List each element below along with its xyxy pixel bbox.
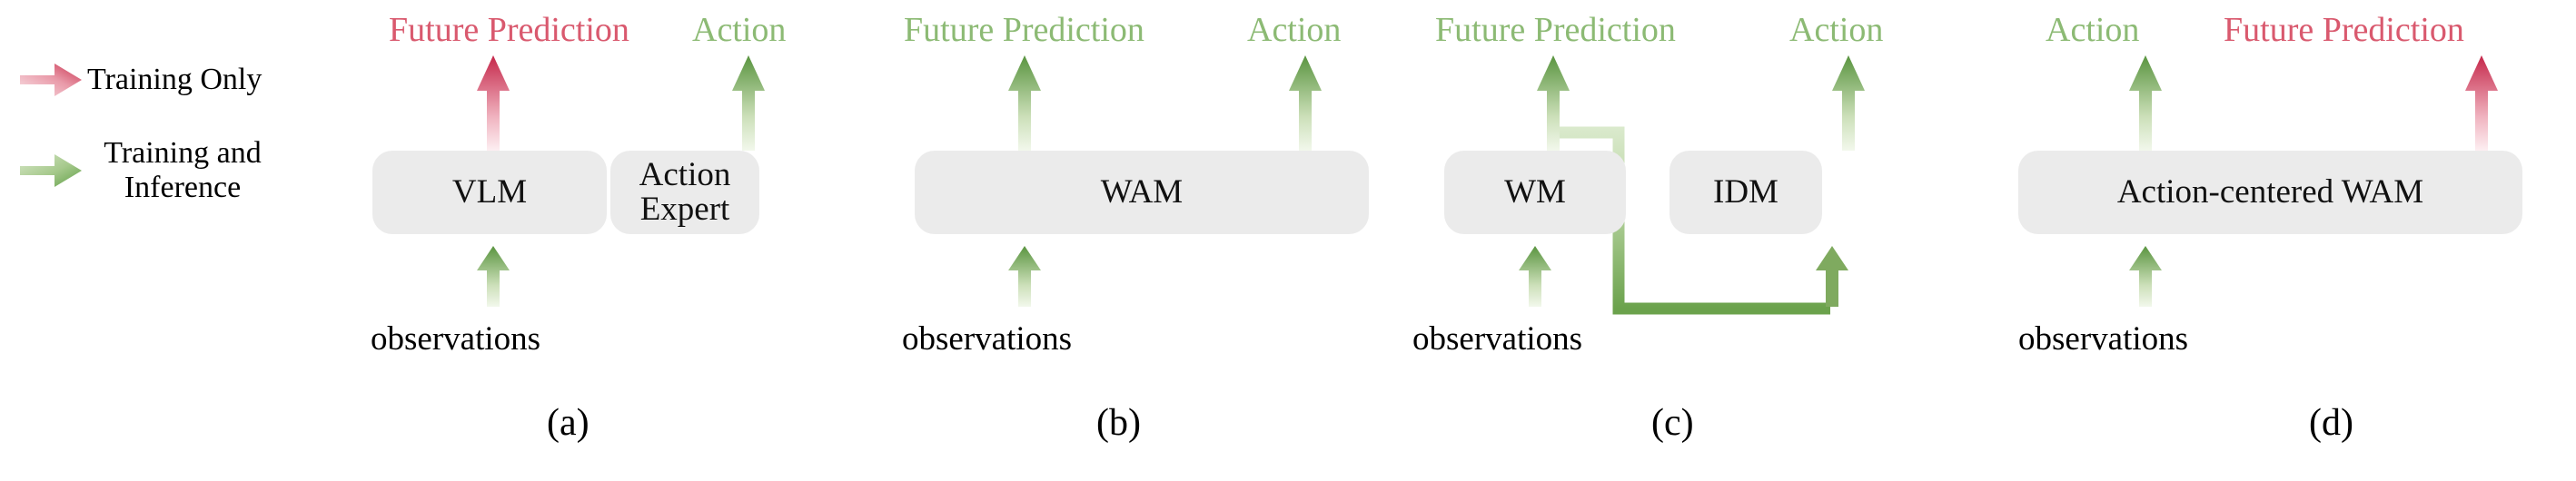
panel-a-box-action-expert-line-1: Action [639, 156, 731, 194]
legend-item-training-only: Training Only [16, 54, 316, 105]
panel-a-box-vlm[interactable]: VLM [372, 151, 607, 234]
legend-label-line-2: Inference [124, 171, 242, 205]
panel-b-input-label-observations: observations [902, 320, 1073, 358]
panel-d-box-action-centered-wam-label: Action-centered WAM [2116, 173, 2424, 211]
panel-a-box-action-expert[interactable]: Action Expert [610, 151, 759, 234]
panel-c-box-idm[interactable]: IDM [1669, 151, 1822, 234]
legend: Training Only Training and Inf [16, 54, 316, 236]
panel-a-input-label-observations: observations [371, 320, 541, 358]
legend-label-line-1: Training and [104, 136, 262, 170]
panel-c-output-label-future-prediction: Future Prediction [1435, 11, 1676, 49]
panel-c-boxes: WM IDM [1444, 151, 1822, 234]
panel-b-letter: (b) [1096, 402, 1141, 444]
panel-a-box-action-expert-line-2: Expert [639, 191, 730, 228]
panel-b-arrow-up-action [1287, 53, 1323, 157]
panel-d-arrow-up-action [2127, 53, 2164, 157]
panel-b-box-wam-label: WAM [1100, 173, 1184, 211]
panel-d-box-action-centered-wam[interactable]: Action-centered WAM [2018, 151, 2522, 234]
panel-c-input-label-observations: observations [1412, 320, 1583, 358]
panel-c-arrow-up-observations [1517, 243, 1553, 313]
panel-d-output-label-action: Action [2046, 11, 2140, 49]
panel-b-arrow-up-observations [1006, 243, 1043, 313]
panel-a-arrow-up-observations [475, 243, 511, 313]
panel-a-letter: (a) [547, 402, 590, 444]
panel-a-boxes: VLM Action Expert [372, 151, 759, 234]
panel-a-arrow-up-future-prediction [475, 53, 511, 157]
panel-a: Future Prediction Action VLM Action Expe… [345, 0, 854, 481]
panel-b-box-wam[interactable]: WAM [915, 151, 1369, 234]
panel-c-box-wm-label: WM [1504, 173, 1566, 211]
panel-d-boxes: Action-centered WAM [2018, 151, 2522, 234]
legend-item-training-and-inference: Training and Inference [16, 136, 316, 205]
panel-a-box-vlm-label: VLM [451, 173, 528, 211]
panel-c-arrow-up-future-prediction [1535, 53, 1571, 157]
panel-c: Future Prediction Action WM IDM [1412, 0, 1998, 481]
panel-b-arrow-up-future-prediction [1006, 53, 1043, 157]
panel-a-arrow-up-action [730, 53, 767, 157]
panel-c-output-label-action: Action [1789, 11, 1884, 49]
panel-c-box-wm[interactable]: WM [1444, 151, 1626, 234]
panel-b-output-label-action: Action [1247, 11, 1342, 49]
panel-c-box-idm-label: IDM [1713, 173, 1778, 211]
panel-a-output-label-action: Action [692, 11, 787, 49]
panel-b-boxes: WAM [915, 151, 1369, 234]
panel-a-output-label-future-prediction: Future Prediction [389, 11, 629, 49]
legend-label-training-only: Training Only [87, 62, 263, 96]
panel-c-arrow-up-action [1830, 53, 1867, 157]
panel-b: Future Prediction Action WAM observation… [895, 0, 1403, 481]
arrow-right-pink-icon [16, 54, 87, 105]
panel-d-arrow-up-observations [2127, 243, 2164, 313]
panel-d-letter: (d) [2309, 402, 2353, 444]
panel-c-output-labels: Future Prediction Action [1417, 13, 1998, 60]
panel-d-output-label-future-prediction: Future Prediction [2224, 11, 2464, 49]
panel-d: Action Future Prediction Action-centered… [1998, 0, 2543, 481]
panel-b-output-labels: Future Prediction Action [895, 13, 1403, 60]
panel-d-output-labels: Action Future Prediction [1998, 13, 2543, 60]
panel-c-arrow-up-idm-input [1814, 243, 1850, 313]
panel-b-output-label-future-prediction: Future Prediction [904, 11, 1144, 49]
legend-label-training-and-inference: Training and Inference [87, 136, 278, 205]
arrow-right-green-icon [16, 145, 87, 196]
panel-d-arrow-up-future-prediction [2463, 53, 2500, 157]
panel-d-input-label-observations: observations [2018, 320, 2189, 358]
panel-a-output-labels: Future Prediction Action [345, 13, 854, 60]
panel-c-letter: (c) [1651, 402, 1694, 444]
